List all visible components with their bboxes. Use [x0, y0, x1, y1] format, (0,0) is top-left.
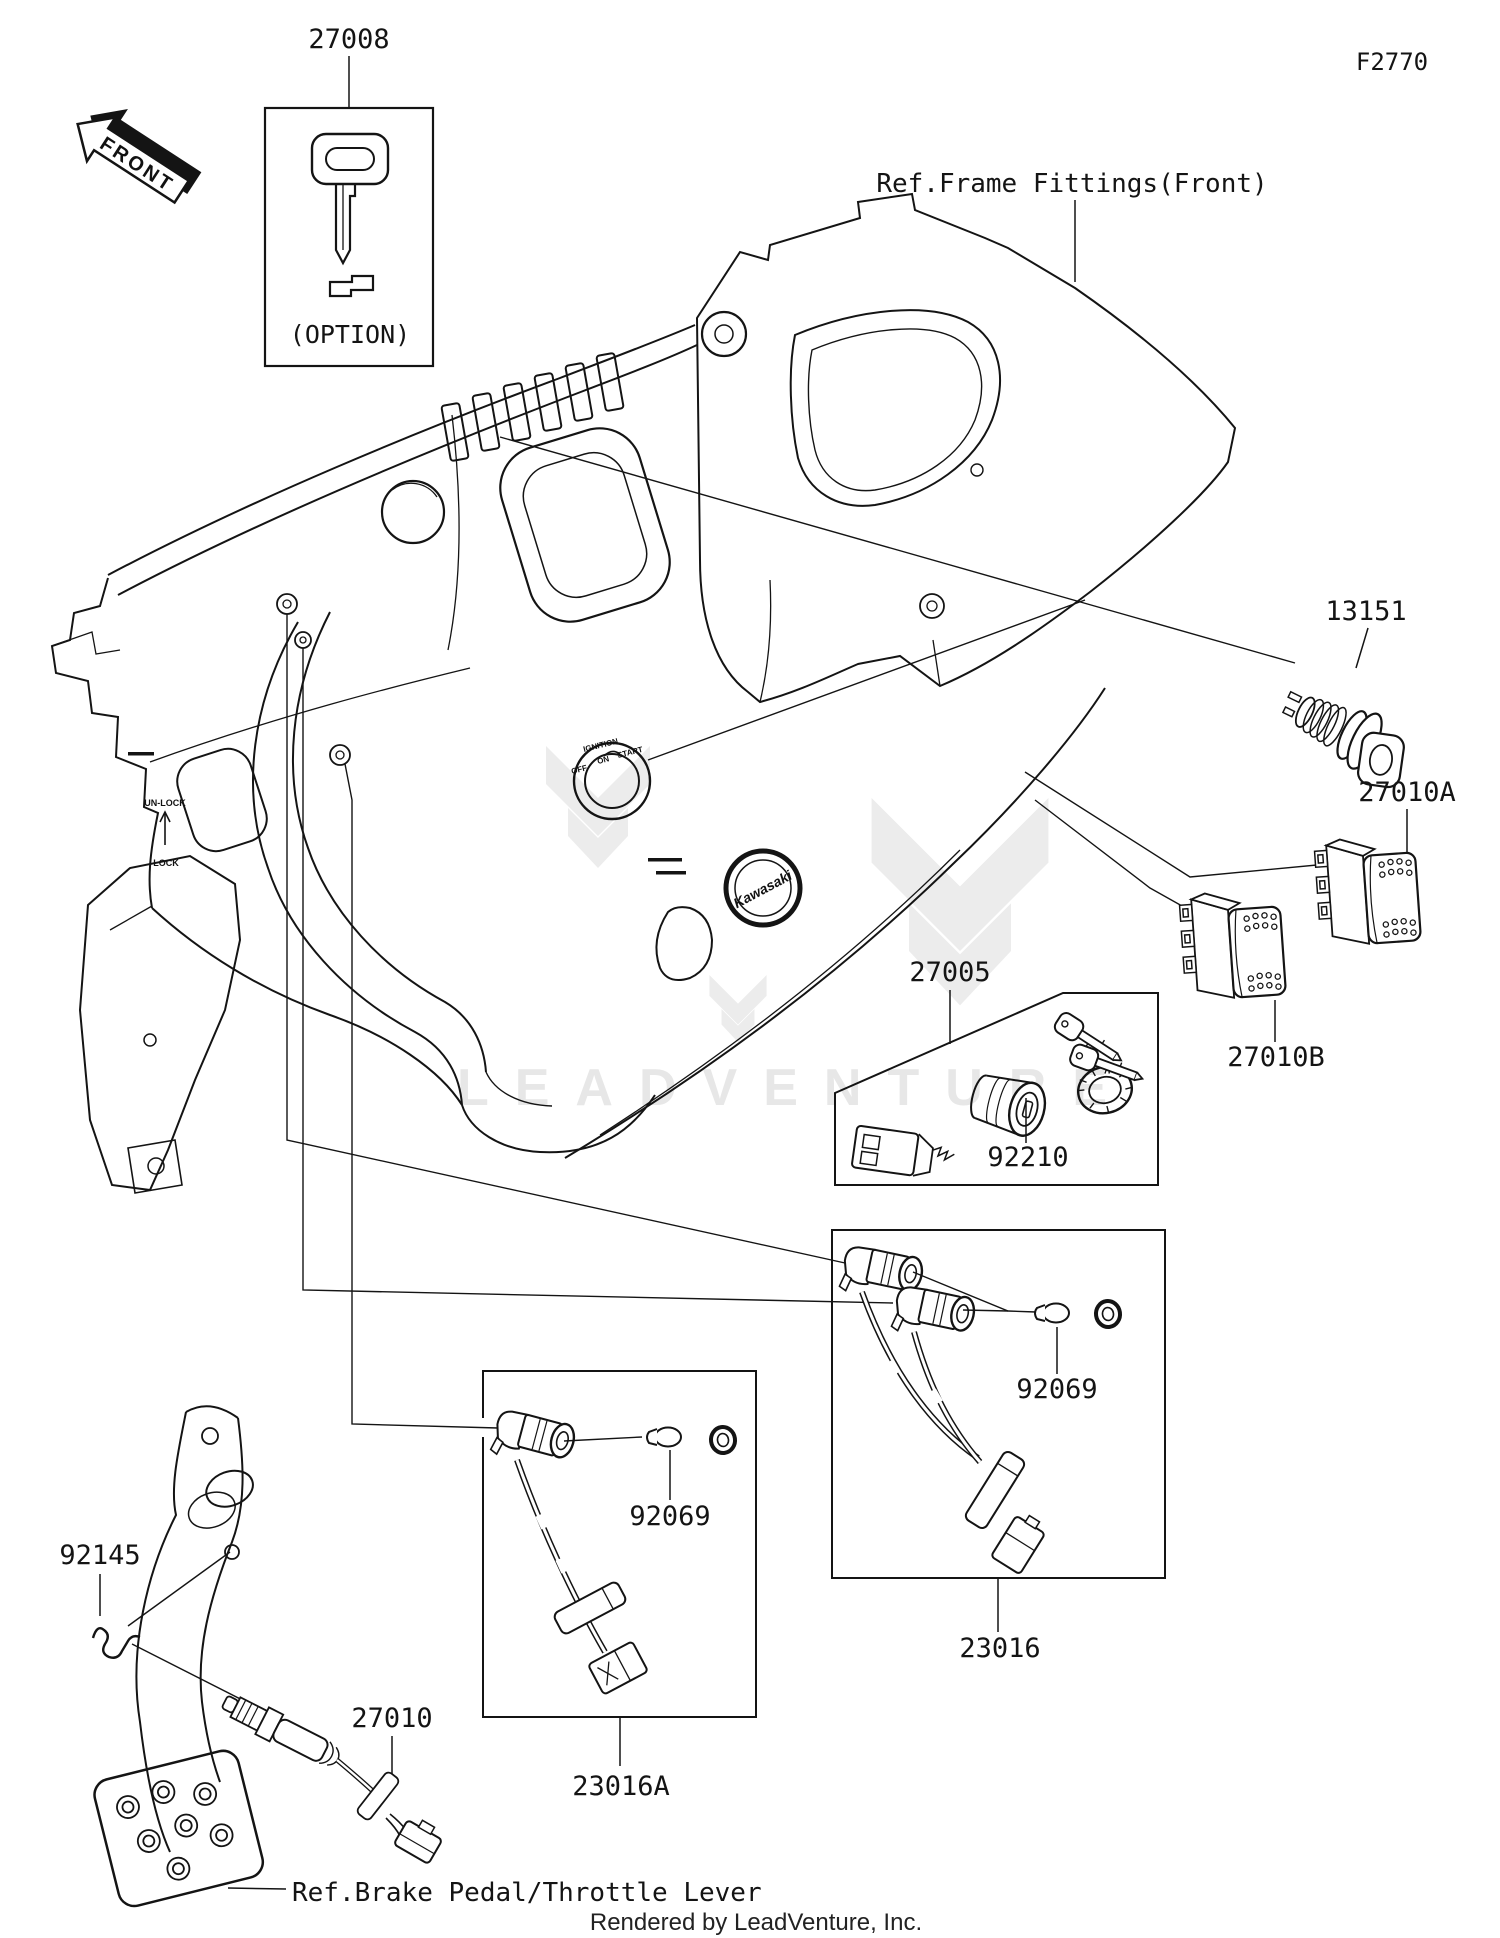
on-text: ON [596, 754, 610, 766]
part-23016A-box: 92069 23016A [482, 1370, 757, 1802]
part-label-23016: 23016 [959, 1633, 1040, 1664]
part-label-27010: 27010 [351, 1703, 432, 1734]
front-arrow: FRONT [76, 109, 202, 205]
part-92145-spring: 92145 [59, 1540, 263, 1711]
part-label-92069-right: 92069 [1016, 1374, 1097, 1405]
part-label-27005: 27005 [909, 957, 990, 988]
part-27005-box: 27005 [834, 957, 1159, 1186]
leadventure-watermark: LEADVENTURE [457, 746, 1133, 1117]
part-label-13151: 13151 [1325, 596, 1406, 627]
bulb-leader-lines [286, 614, 894, 1429]
lock-text: LOCK [153, 858, 179, 868]
key-drawing [310, 132, 390, 298]
option-label: (OPTION) [290, 320, 410, 349]
part-label-27008: 27008 [308, 24, 389, 55]
vent-slots [440, 352, 625, 462]
part-label-23016A: 23016A [572, 1771, 670, 1802]
unlock-text: UN-LOCK [144, 798, 186, 808]
ref-brake-pedal-label: Ref.Brake Pedal/Throttle Lever [292, 1878, 762, 1908]
option-key-box: 27008 (OPTION) [263, 24, 435, 368]
dash-markings: IGNITION OFF ON START UN-LOCK LOCK Kawas… [144, 737, 795, 912]
part-label-92210: 92210 [987, 1142, 1068, 1173]
kawasaki-cap [723, 848, 803, 928]
dashboard-drawing [50, 192, 1296, 1194]
part-13151-socket: 13151 [1281, 596, 1407, 789]
render-credit: Rendered by LeadVenture, Inc. [590, 1909, 922, 1936]
diagram-code: F2770 [1356, 48, 1428, 76]
part-label-92145: 92145 [59, 1540, 140, 1571]
brake-pedal-drawing [93, 1405, 265, 1908]
part-27010B-switch: 27010B [1034, 799, 1325, 1073]
part-23016-box: 92069 23016 [831, 1229, 1166, 1664]
part-label-92069-left: 92069 [629, 1501, 710, 1532]
part-27010A-switch: 27010A [1024, 771, 1456, 949]
part-label-27010A: 27010A [1358, 777, 1456, 808]
ref-frame-fittings-label: Ref.Frame Fittings(Front) [876, 169, 1267, 199]
ignition-bezel [572, 741, 652, 821]
off-text: OFF [570, 763, 588, 776]
part-label-27010B: 27010B [1227, 1042, 1325, 1073]
watermark-text: LEADVENTURE [457, 1059, 1133, 1117]
part-27010-switch: 27010 [221, 1695, 442, 1864]
